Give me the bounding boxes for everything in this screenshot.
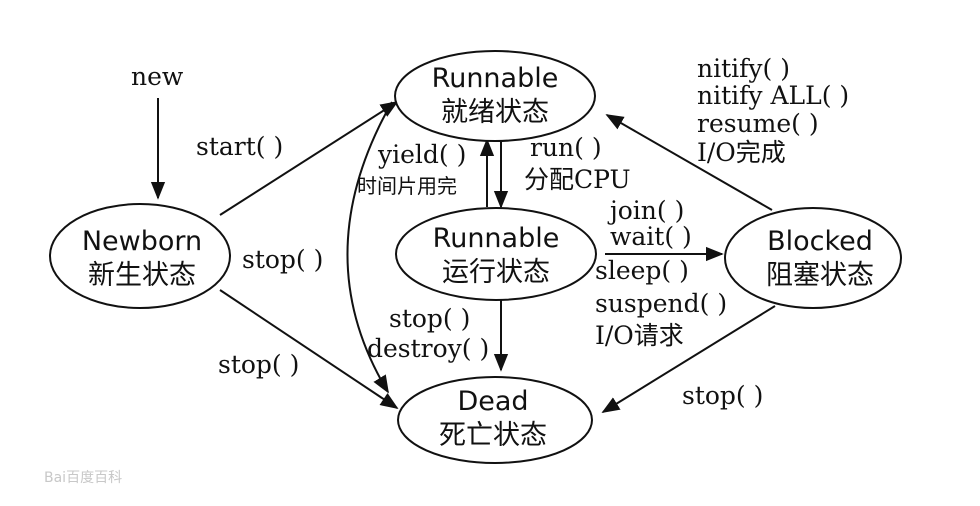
label-destroy: destroy( ) (367, 334, 489, 363)
label-resume: resume( ) (697, 109, 819, 138)
label-run: run( ) (530, 133, 602, 162)
label-stop-running: stop( ) (389, 304, 470, 333)
label-notify-all: nitify ALL( ) (697, 81, 849, 110)
state-runnable-ready-cn: 就绪状态 (441, 97, 549, 128)
state-running-cn: 运行状态 (442, 257, 550, 288)
state-newborn: Newborn 新生状态 (49, 203, 231, 309)
state-runnable-ready-shape (394, 50, 596, 142)
state-blocked-cn: 阻塞状态 (766, 260, 874, 291)
label-wait: wait( ) (610, 222, 692, 251)
state-dead-shape (397, 376, 593, 464)
label-yield: yield( ) (377, 140, 466, 169)
state-running: Runnable 运行状态 (395, 207, 597, 301)
edge-blocked-to-ready (605, 114, 773, 211)
state-dead: Dead 死亡状态 (397, 376, 593, 464)
state-blocked-name: Blocked (767, 226, 873, 257)
state-newborn-cn: 新生状态 (88, 260, 196, 291)
state-dead-cn: 死亡状态 (439, 420, 547, 451)
label-sleep: sleep( ) (595, 256, 689, 285)
label-new: new (131, 62, 184, 91)
state-blocked: Blocked 阻塞状态 (724, 207, 902, 309)
label-notify: nitify( ) (697, 54, 790, 83)
label-stop-newborn-low: stop( ) (218, 350, 299, 379)
edge-ready-stop-dead (346, 101, 393, 394)
edges (150, 98, 776, 413)
label-io-done: I/O完成 (697, 138, 786, 167)
label-stop-blocked: stop( ) (682, 381, 763, 410)
label-start: start( ) (196, 132, 283, 161)
label-stop-newborn-mid: stop( ) (242, 245, 323, 274)
label-io-request: I/O请求 (595, 321, 684, 350)
state-newborn-shape (49, 203, 231, 309)
edge-newborn-stop-dead (219, 289, 399, 409)
label-join: join( ) (607, 196, 684, 225)
edge-blocked-to-dead (601, 305, 776, 413)
label-assign-cpu: 分配CPU (524, 165, 631, 194)
edge-labels: new start( ) stop( ) stop( ) yield( ) 时间… (131, 54, 849, 410)
edge-start (219, 101, 399, 216)
state-runnable-ready: Runnable 就绪状态 (394, 50, 596, 142)
state-dead-name: Dead (457, 386, 528, 417)
watermark: Bai百度百科 (44, 470, 122, 486)
state-runnable-ready-name: Runnable (432, 63, 559, 94)
state-running-name: Runnable (433, 223, 560, 254)
state-newborn-name: Newborn (82, 226, 202, 257)
state-running-shape (395, 207, 597, 301)
state-blocked-shape (724, 207, 902, 309)
label-time-slice: 时间片用完 (357, 174, 457, 198)
label-suspend: suspend( ) (595, 289, 727, 318)
